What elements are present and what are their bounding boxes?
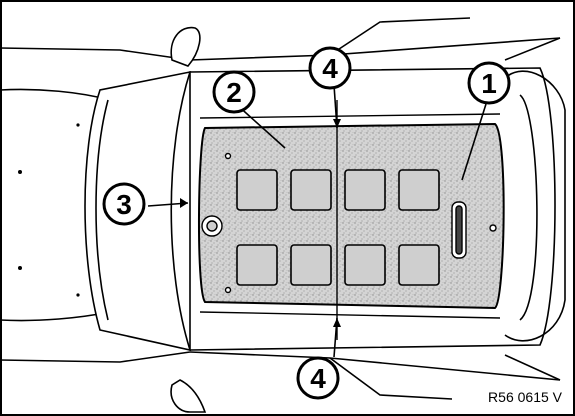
callout-1-label: 1	[481, 68, 497, 99]
callout-4-bottom: 4	[296, 356, 340, 400]
side-mirror-bottom	[170, 379, 207, 413]
panel-fittings	[201, 152, 497, 294]
panel-cell	[236, 169, 278, 211]
panel-cell	[344, 244, 386, 286]
callout-4-bottom-label: 4	[310, 363, 326, 394]
callout-3: 3	[102, 182, 146, 226]
callout-arrowheads	[180, 119, 341, 327]
panel-cell	[236, 244, 278, 286]
hood-markers	[18, 123, 80, 297]
callout-4-top-label: 4	[322, 53, 338, 84]
reference-code: R56 0615 V	[488, 389, 563, 405]
panel-cell	[398, 244, 440, 286]
panel-cell	[398, 169, 440, 211]
callout-3-label: 3	[116, 189, 132, 220]
callout-2-label: 2	[226, 77, 242, 108]
panel-cell	[290, 244, 332, 286]
panel-cell	[290, 169, 332, 211]
reference-code-box	[452, 383, 570, 409]
panel-seal-bottom	[199, 311, 501, 319]
panel-cell	[344, 169, 386, 211]
panel-cells	[236, 169, 440, 286]
side-mirror-top	[170, 26, 201, 67]
callout-1: 1	[467, 61, 511, 105]
callout-4-top: 4	[308, 46, 352, 90]
callout-2: 2	[212, 70, 256, 114]
